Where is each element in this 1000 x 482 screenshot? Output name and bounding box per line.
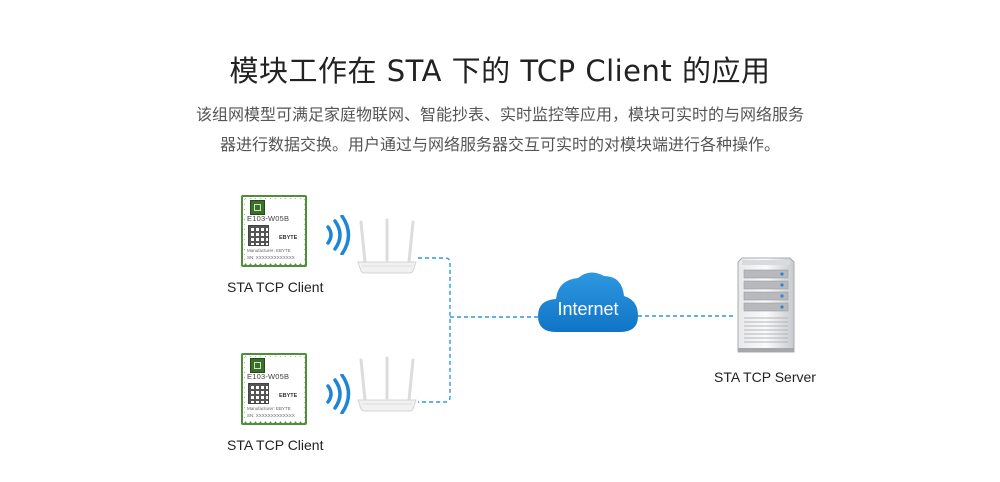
- client-label-1: STA TCP Client: [227, 279, 324, 295]
- wifi-module-2: E103-W05B EBYTE Manufacturer: EBYTE SN: …: [241, 353, 307, 425]
- module-brand: EBYTE: [279, 235, 298, 241]
- server-label: STA TCP Server: [714, 369, 816, 385]
- description-line-2: 器进行数据交换。用户通过与网络服务器交互可实时的对模块端进行各种操作。: [219, 135, 780, 154]
- server-icon: [737, 257, 795, 353]
- chip-icon: [250, 358, 265, 373]
- module-serial: SN: XXXXXXXXXXXXX: [247, 255, 295, 260]
- qr-code-icon: [248, 225, 269, 246]
- module-brand: EBYTE: [279, 393, 298, 399]
- wifi-signal-icon: [326, 374, 351, 414]
- module-model: E103-W05B: [247, 372, 290, 381]
- router-icon-1: [357, 218, 417, 274]
- client-label-2: STA TCP Client: [227, 437, 324, 453]
- wifi-signal-icon: [326, 215, 351, 255]
- qr-code-icon: [248, 383, 269, 404]
- page-title: 模块工作在 STA 下的 TCP Client 的应用: [229, 54, 771, 88]
- link-router1-to-junction: [418, 257, 451, 403]
- module-manufacturer: Manufacturer: EBYTE: [247, 406, 291, 411]
- chip-icon: [250, 200, 265, 215]
- description-line-1: 该组网模型可满足家庭物联网、智能抄表、实时监控等应用，模块可实时的与网络服务: [195, 105, 804, 124]
- module-manufacturer: Manufacturer: EBYTE: [247, 248, 291, 253]
- wifi-module-1: E103-W05B EBYTE Manufacturer: EBYTE SN: …: [241, 195, 307, 267]
- cloud-icon: [538, 272, 638, 332]
- router-icon-2: [357, 356, 417, 412]
- module-serial: SN: XXXXXXXXXXXXX: [247, 413, 295, 418]
- module-model: E103-W05B: [247, 214, 290, 223]
- description: 该组网模型可满足家庭物联网、智能抄表、实时监控等应用，模块可实时的与网络服务 器…: [150, 100, 850, 160]
- cloud-label: Internet: [557, 299, 619, 319]
